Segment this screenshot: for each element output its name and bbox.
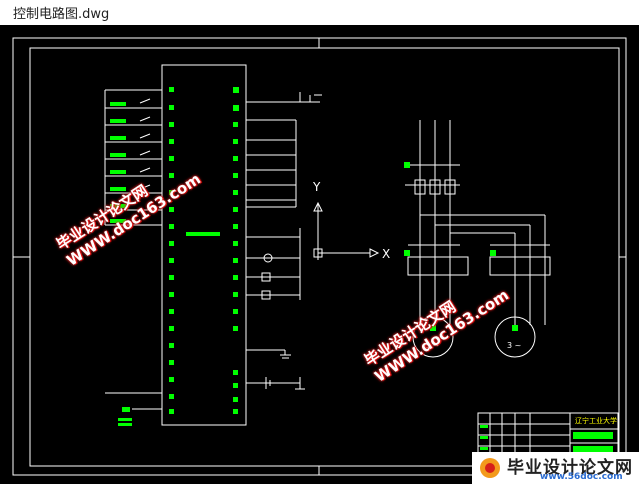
logo-sub-text: www.56doc.com (540, 472, 623, 482)
motor-left (412, 316, 454, 358)
site-logo: 毕业设计论文网 www.56doc.com (472, 452, 639, 484)
axis-x-label: X (382, 247, 390, 261)
axis-y-label: Y (312, 180, 321, 194)
title-block-org: 辽宁工业大学 (575, 416, 617, 425)
plc-block (161, 64, 247, 426)
title-bar: 控制电路图.dwg (0, 0, 639, 24)
drawing-canvas[interactable]: Y X 3 ~ 3 ~ 辽宁工业大学 毕业设计论文网 WWW.doc163.co… (0, 25, 639, 484)
motor-left-label: 3 ~ (425, 341, 439, 350)
motor-right-label: 3 ~ (507, 341, 521, 350)
motor-right (494, 316, 536, 358)
logo-icon (480, 458, 500, 478)
cad-drawing: Y X 3 ~ 3 ~ 辽宁工业大学 (12, 37, 627, 476)
logo-main-text: 毕业设计论文网 (507, 458, 633, 478)
window-title: 控制电路图.dwg (13, 7, 110, 22)
